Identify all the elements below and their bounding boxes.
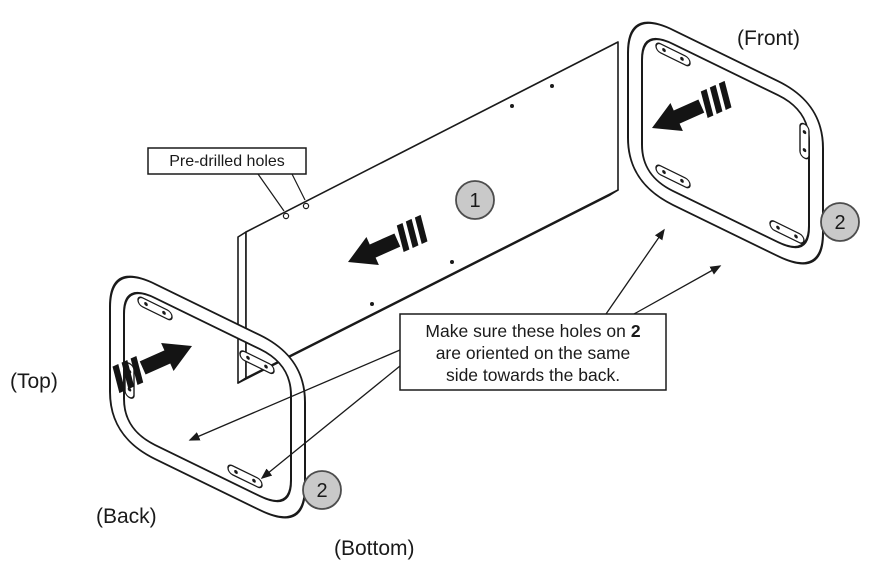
badge-number: 1 [469,190,480,212]
front-frame-direction-arrow-icon [645,79,737,142]
predrilled-holes-label: Pre-drilled holes [169,153,285,170]
badge-number: 2 [834,212,845,234]
pre-drilled-hole [282,212,290,220]
part-badge-back-frame: 2 [302,470,342,510]
callout-box [399,313,667,391]
orientation-note-text: Make sure these holes on [425,321,625,341]
badge-circle [455,180,495,220]
orientation-note-line3: side towards the back. [446,365,620,385]
pointer-arrow [188,349,401,441]
panel-screw-hole [550,84,554,88]
pointer-arrow [605,228,665,315]
frame-lug [799,121,810,162]
badge-circle [820,202,860,242]
part-badge-panel: 1 [455,180,495,220]
front-frame-tube [627,21,824,265]
pointer-arrow [633,265,722,315]
badge-number: 2 [316,480,327,502]
orientation-note-part-ref: 2 [631,321,641,341]
back-frame-tube [109,275,306,519]
panel-screw-hole [510,104,514,108]
panel-screw-hole [450,260,454,264]
bottom-label: (Bottom) [334,537,415,560]
front-frame-part-2 [627,21,824,265]
predrilled-holes-callout: Pre-drilled holes [147,147,307,212]
back-frame-part-2 [109,275,306,519]
back-label: (Back) [96,505,157,528]
callout-box [147,147,307,175]
top-label: (Top) [10,370,58,393]
callout-leader-line [257,173,285,212]
pre-drilled-hole [302,202,310,210]
panel-screw-hole [370,302,374,306]
badge-circle [302,470,342,510]
front-label: (Front) [737,27,800,50]
pointer-arrow [260,365,401,479]
orientation-note-line1: Make sure these holes on 2 [425,321,640,341]
callout-leader-line [291,173,306,201]
panel-part-1 [237,41,619,384]
orientation-note-line2: are oriented on the same [436,343,631,363]
orientation-callout: Make sure these holes on 2 are oriented o… [188,228,722,479]
part-badge-front-frame: 2 [820,202,860,242]
